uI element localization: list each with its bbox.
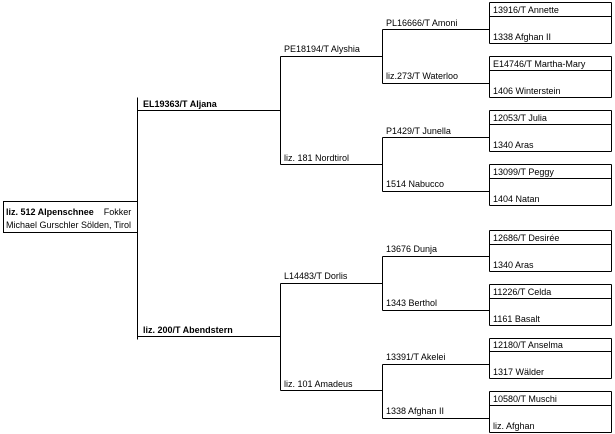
g4-annette: 13916/T Annette [493,5,559,15]
g3-nabucco: 1514 Nabucco [386,179,445,189]
root-dog: liz. 512 Alpenschnee Fokker Michael Gurs… [6,206,131,232]
g4-natan: 1404 Natan [493,194,540,204]
g4-aras: 1340 Aras [493,140,534,150]
g3-dunja: 13676 Dunja [386,244,438,254]
g4-anselma: 12180/T Anselma [493,340,563,350]
g4-waelder: 1317 Wälder [493,367,545,377]
g2-alyshia: PE18194/T Alyshia [284,44,360,54]
g4-afghan-ii: 1338 Afghan II [493,32,552,42]
g4-aras-2: 1340 Aras [493,260,534,270]
g3-afghan-ii: 1338 Afghan II [386,406,445,416]
g4-basalt: 1161 Basalt [493,314,540,324]
root-dog-role: Fokker [103,207,132,217]
g4-celda: 11226/T Celda [493,287,552,297]
root-dog-breeder: Michael Gurschler Sölden, Tirol [6,220,132,230]
g4-winterstein: 1406 Winterstein [493,86,561,96]
g3-akelei: 13391/T Akelei [386,352,446,362]
g2-dorlis: L14483/T Dorlis [284,271,348,281]
sire-aljana: EL19363/T Aljana [143,99,217,109]
g3-junella: P1429/T Junella [386,126,451,136]
g4-martha-mary: E14746/T Martha-Mary [493,59,586,69]
dam-abendstern: liz. 200/T Abendstern [143,325,233,335]
g2-amadeus: liz. 101 Amadeus [284,379,353,389]
g4-julia: 12053/T Julia [493,113,547,123]
g4-muschi: 10580/T Muschi [493,394,557,404]
g3-amoni: PL16666/T Amoni [386,18,458,28]
g4-liz-afghan: liz. Afghan [493,421,535,431]
g4-desiree: 12686/T Desirée [493,233,560,243]
g3-waterloo: liz.273/T Waterloo [386,71,459,81]
g4-peggy: 13099/T Peggy [493,167,554,177]
g3-berthol: 1343 Berthol [386,298,438,308]
g2-nordtirol: liz. 181 Nordtirol [284,153,350,163]
root-dog-name: liz. 512 Alpenschnee [6,207,94,217]
